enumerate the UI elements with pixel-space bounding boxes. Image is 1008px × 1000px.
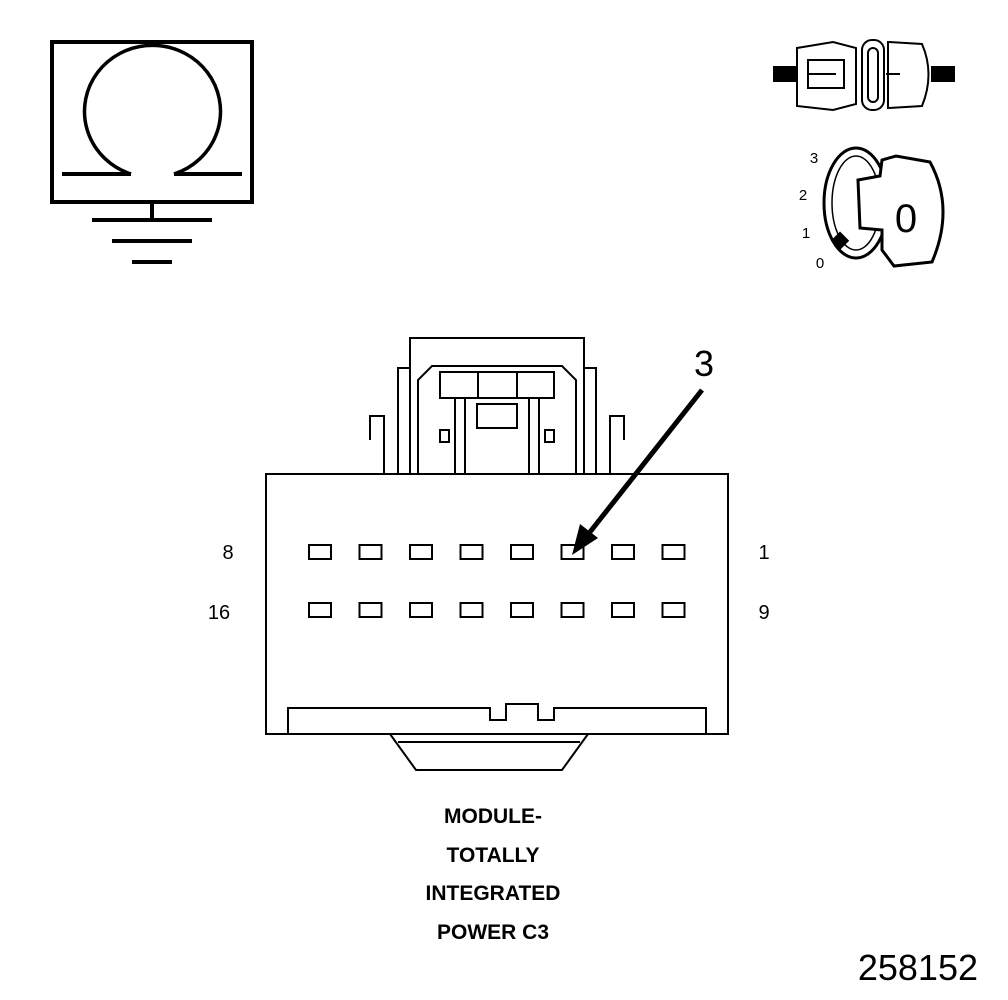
pin-cavity xyxy=(661,544,686,560)
caption-line-4: POWER C3 xyxy=(437,921,549,944)
pin-callout-arrow xyxy=(572,388,704,555)
pin-cavity xyxy=(611,544,635,560)
caption-line-1: MODULE- xyxy=(444,805,542,828)
caption-line-3: INTEGRATED xyxy=(426,882,561,905)
pin-cavity xyxy=(510,602,534,618)
caption-line-2: TOTALLY xyxy=(447,844,540,867)
key-position-3: 3 xyxy=(810,150,818,167)
pin-cavity xyxy=(409,544,433,560)
pin-cavity xyxy=(510,544,534,560)
row2-end-label: 9 xyxy=(758,602,769,624)
row1-start-label: 8 xyxy=(222,542,233,564)
key-label: 0 xyxy=(895,197,917,241)
pin-cavity xyxy=(358,544,383,560)
connector-pins xyxy=(308,544,686,618)
callout-pin-number: 3 xyxy=(694,343,714,384)
pin-cavity xyxy=(358,602,383,618)
pin-cavity xyxy=(409,602,433,618)
row2-start-label: 16 xyxy=(208,602,230,624)
connector-caption: MODULE- TOTALLY INTEGRATED POWER C3 xyxy=(426,805,561,944)
key-position-0: 0 xyxy=(816,255,824,272)
ohm-meter-ground-icon xyxy=(50,40,254,264)
row1-end-label: 1 xyxy=(758,542,769,564)
pin-cavity xyxy=(661,602,686,618)
pin-cavity xyxy=(459,544,484,560)
pin-cavity xyxy=(611,602,635,618)
pin-cavity xyxy=(308,544,332,560)
pin-cavity xyxy=(560,602,585,618)
connector-body xyxy=(265,337,729,771)
ignition-key-icon: 3 2 1 0 0 xyxy=(799,146,945,272)
figure-id: 258152 xyxy=(858,947,978,988)
key-position-2: 2 xyxy=(799,187,807,204)
pin-cavity xyxy=(459,602,484,618)
disconnected-connector-icon xyxy=(773,39,955,112)
pin-cavity xyxy=(308,602,332,618)
key-position-1: 1 xyxy=(802,225,810,242)
